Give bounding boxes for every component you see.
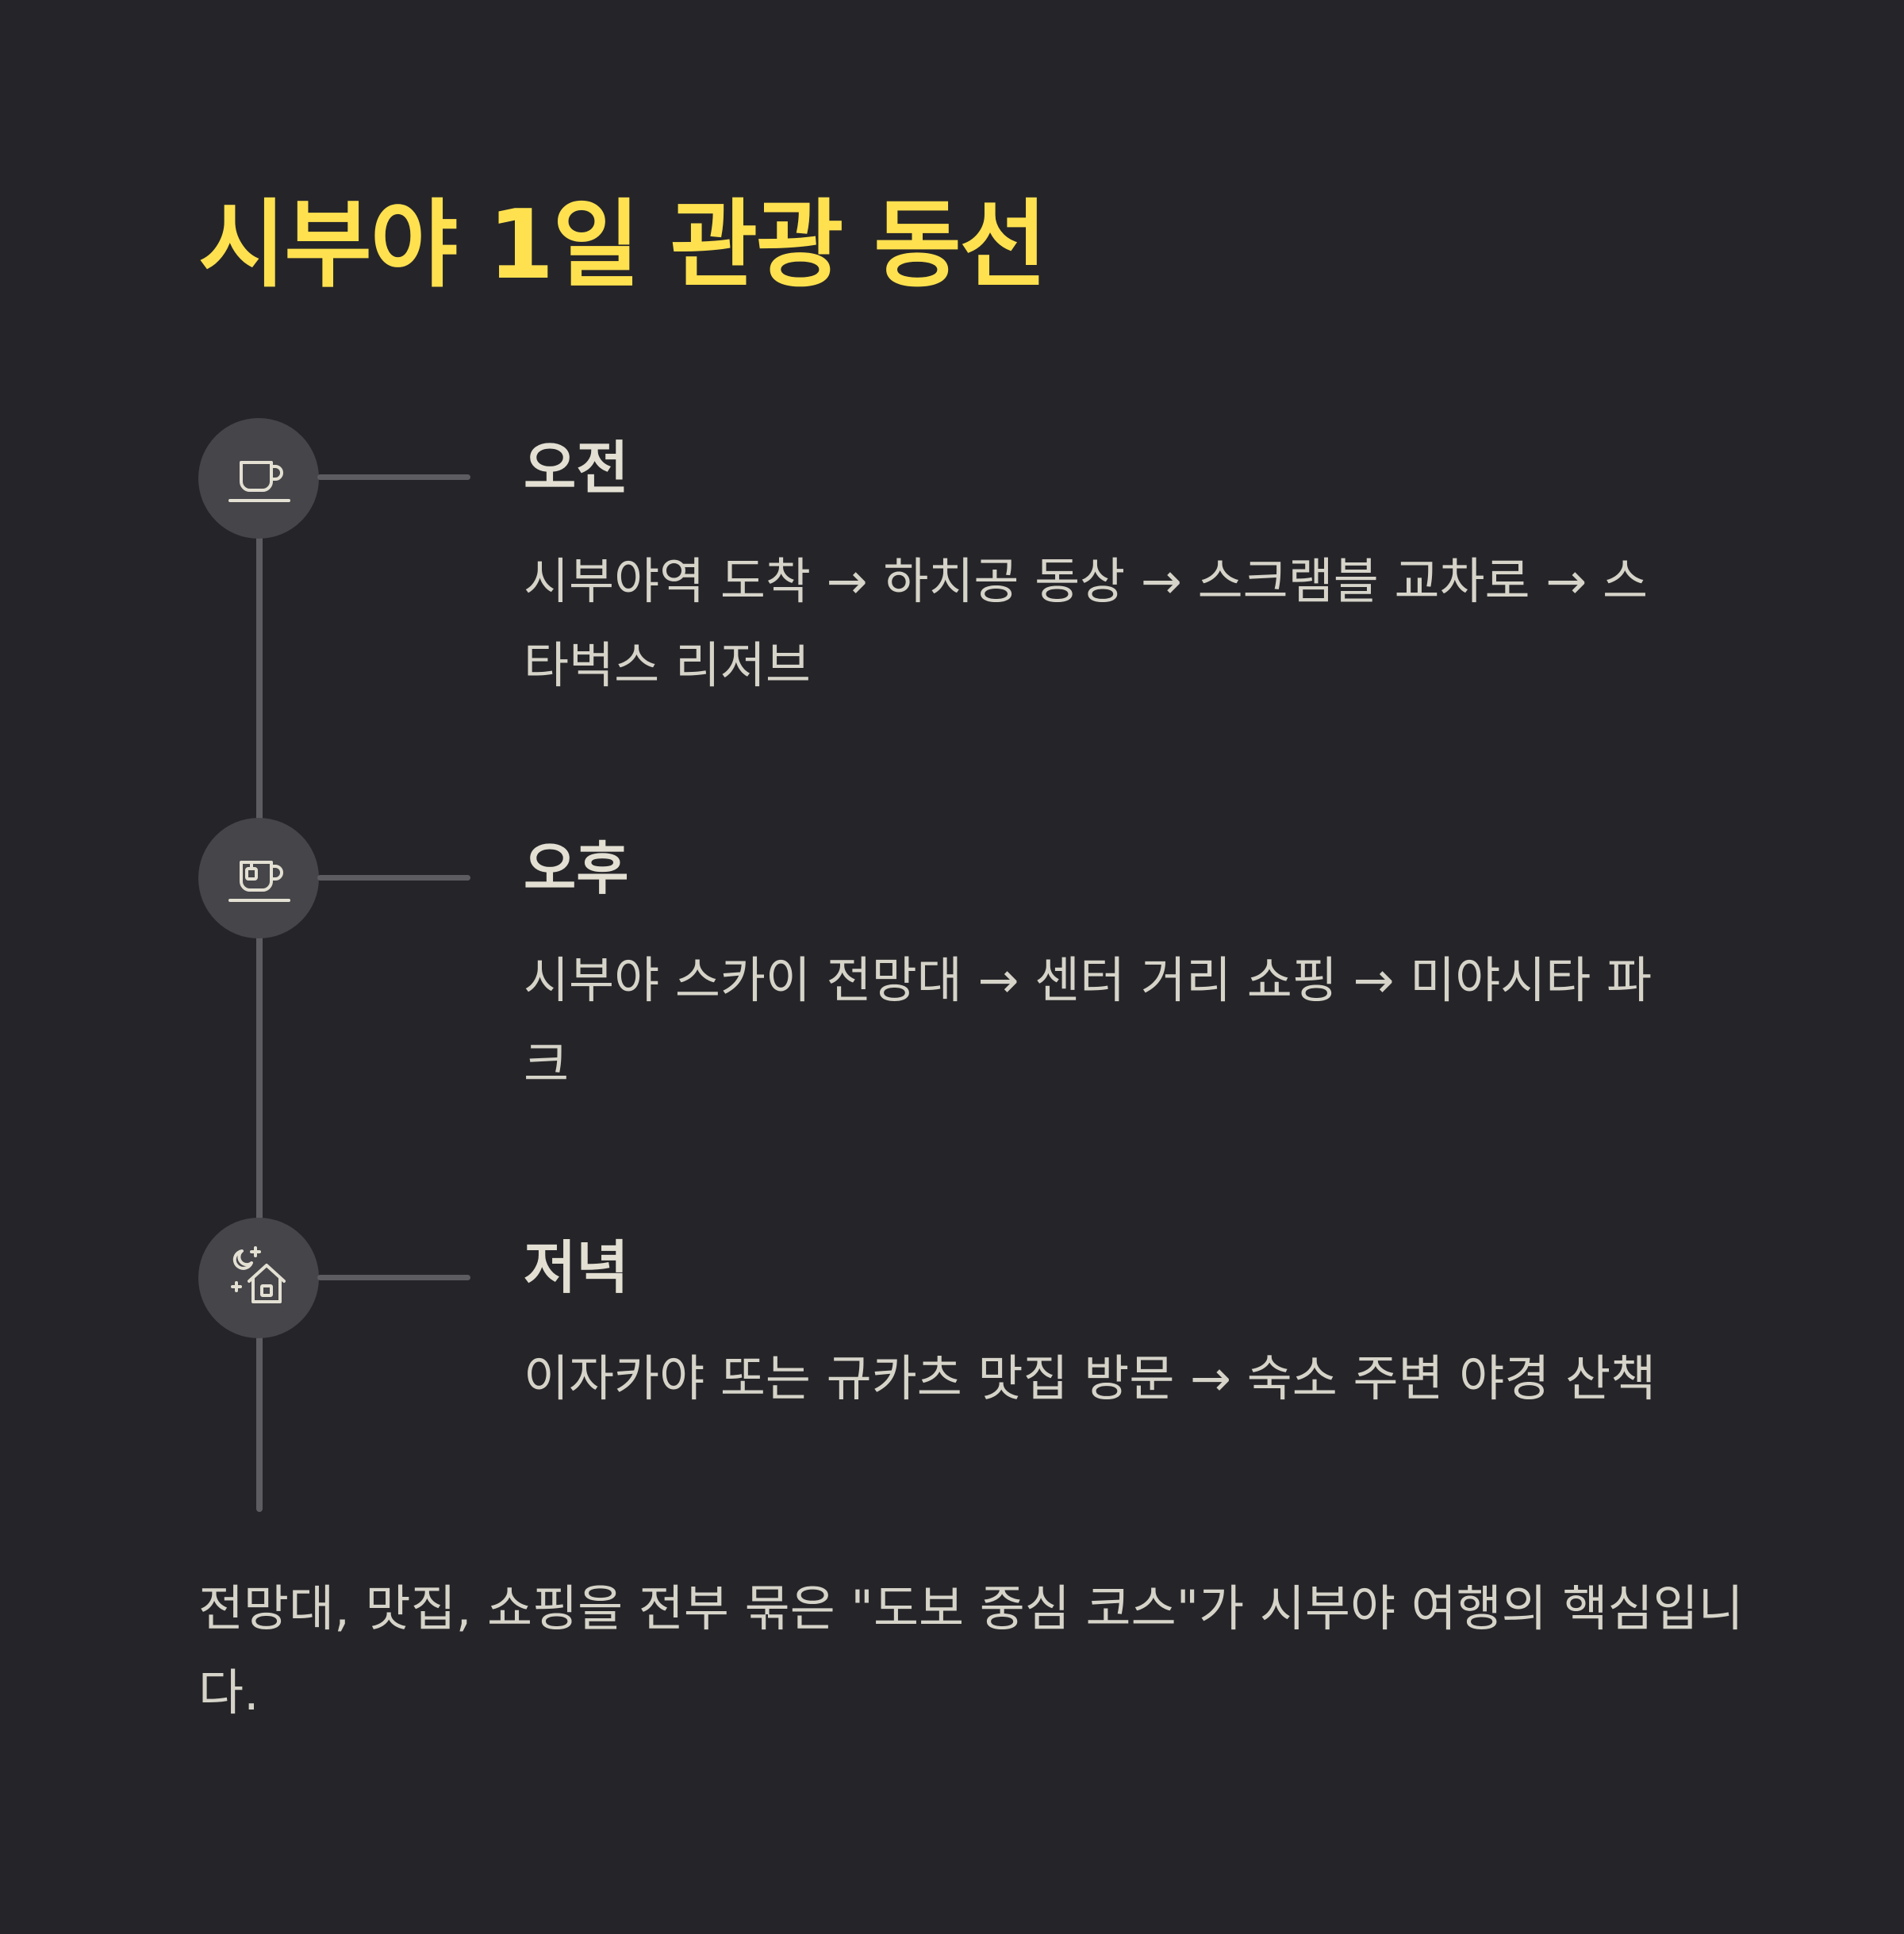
step-morning-icon-circle [198, 418, 319, 539]
step-evening-heading: 저녁 [524, 1234, 629, 1301]
step-morning-description: 시부야역 도착 → 하치공 동상 → 스크램블 교차로 → 스타벅스 리저브 [524, 552, 1648, 694]
night-house-icon [231, 1246, 286, 1303]
tea-cup-icon [228, 861, 290, 902]
summary-text: 전망대, 맛집, 쇼핑을 전부 묶은 "도보 중심 코스"가 시부야 여행의 핵… [198, 1579, 1744, 1721]
coffee-cup-icon [228, 461, 290, 502]
step-afternoon-connector [317, 875, 470, 881]
step-evening-description: 이자카야 또는 규카츠 맛집 방문 → 숙소 주변 야경 산책 [524, 1349, 1656, 1407]
step-evening-connector [317, 1275, 470, 1280]
page-title: 시부야 1일 관광 동선 [198, 190, 1047, 301]
step-morning-connector [317, 474, 470, 480]
step-afternoon-icon-circle [198, 818, 319, 938]
step-afternoon-description: 시부야 스카이 전망대 → 센터 거리 쇼핑 → 미야시타 파크 [524, 951, 1653, 1093]
step-morning-heading: 오전 [524, 435, 629, 501]
step-evening-icon-circle [198, 1218, 319, 1338]
step-afternoon-heading: 오후 [524, 835, 629, 902]
timeline-line [256, 476, 263, 1512]
